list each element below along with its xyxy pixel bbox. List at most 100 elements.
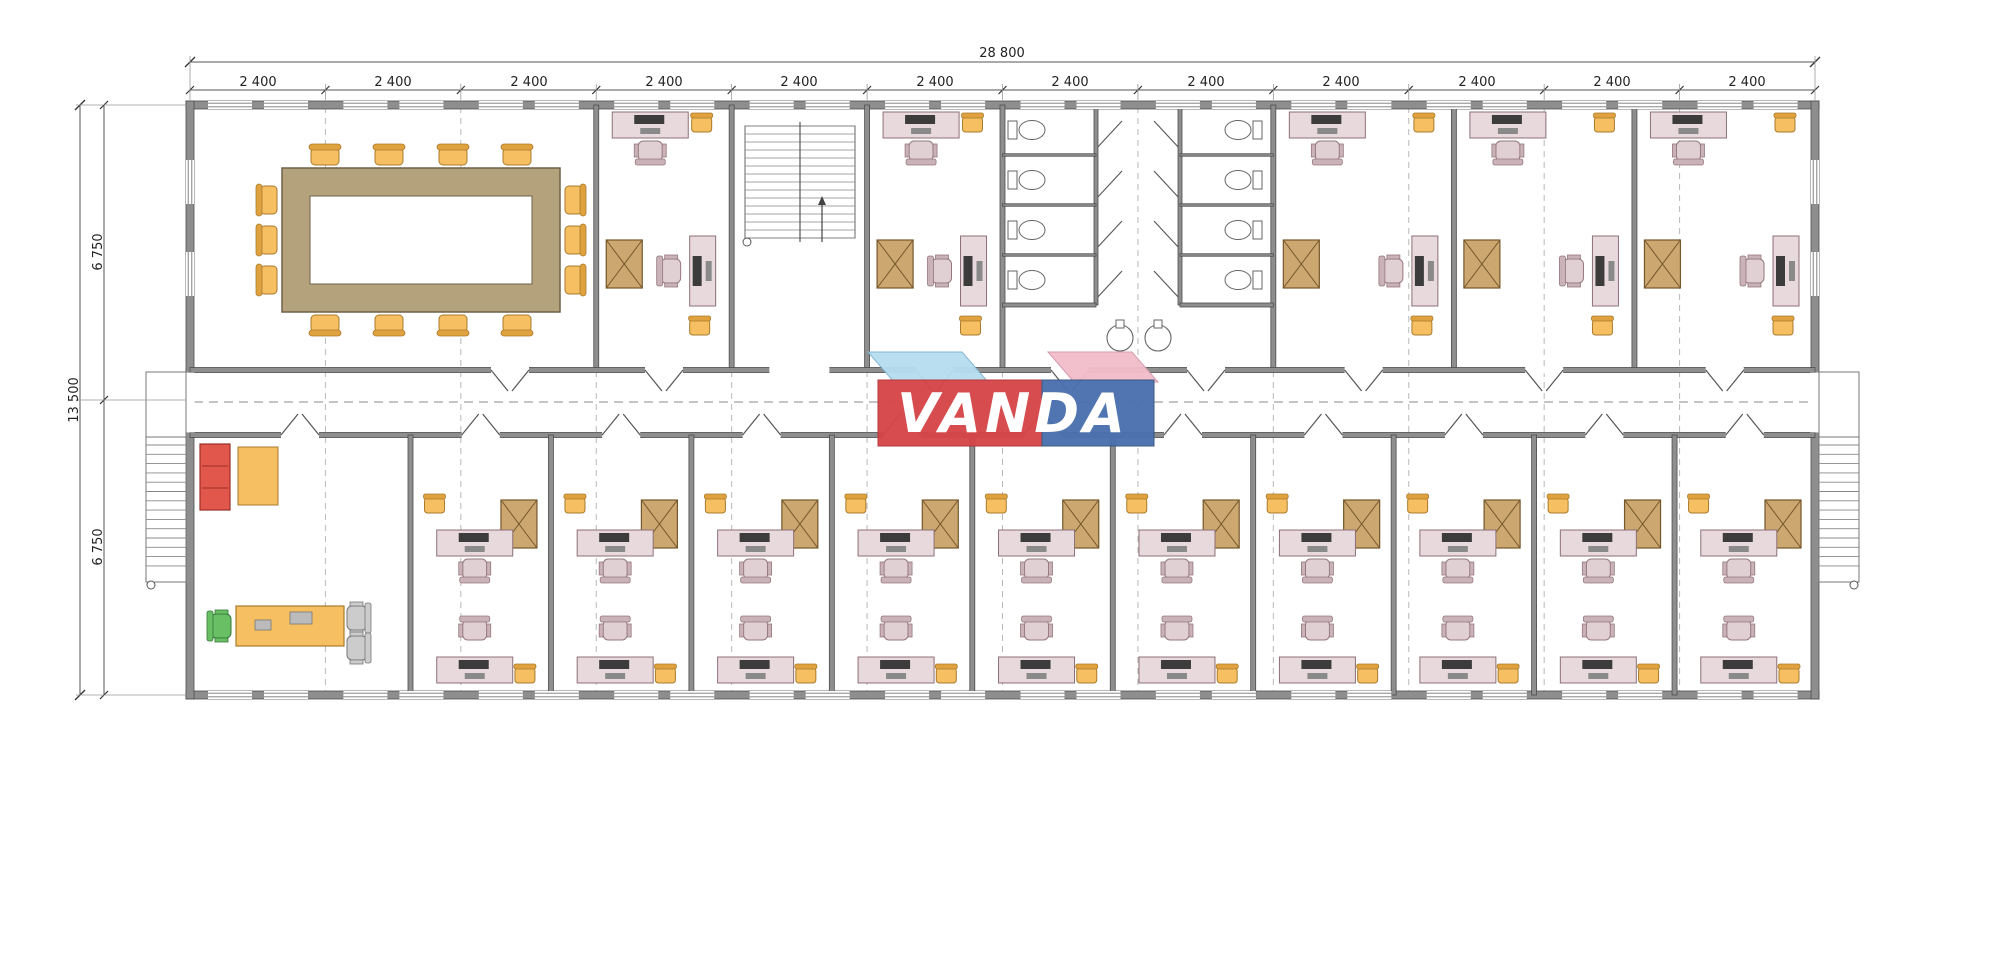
toilet-bowl [1018, 220, 1046, 240]
keyboard [1678, 128, 1699, 134]
office-top-4 [1463, 111, 1619, 336]
monitor [1595, 256, 1605, 286]
bay-dimension: 2 400 [239, 75, 276, 90]
toilet [1007, 120, 1046, 140]
guest-chair [1496, 663, 1520, 684]
guest-chair [1593, 112, 1616, 133]
plan-graphics [74, 56, 1860, 701]
back [255, 183, 263, 217]
window [534, 101, 579, 109]
basin-tap [1115, 319, 1125, 329]
guest-chair [704, 493, 727, 514]
chair-back [740, 615, 772, 623]
chair-back [459, 576, 491, 584]
partition [828, 434, 835, 696]
stair-outline [145, 371, 187, 583]
guest-back [1412, 112, 1436, 119]
door-leaf [511, 369, 530, 392]
back [255, 263, 263, 297]
toilet [1224, 270, 1263, 290]
seat [259, 265, 278, 295]
dimension-lines [74, 56, 1821, 701]
keyboard [1728, 673, 1749, 679]
toilet-bowl [1224, 270, 1252, 290]
window [1291, 691, 1336, 699]
bay-dimension: 2 400 [916, 75, 953, 90]
window [1482, 101, 1527, 109]
exterior-stair-right [1818, 371, 1860, 590]
toilet-tank [1252, 270, 1263, 290]
monitor [1582, 660, 1613, 669]
chair-back [1582, 615, 1614, 623]
office-bottom-6 [1125, 493, 1240, 684]
basin-bowl [1144, 324, 1172, 352]
partition [548, 434, 554, 696]
door-gap [742, 431, 781, 439]
chair-armrest [739, 561, 745, 576]
toilet [1007, 270, 1046, 290]
door-leaf [280, 413, 299, 436]
stall-partition [1179, 153, 1274, 157]
chair-armrest [214, 637, 229, 643]
chair-back [1582, 576, 1614, 584]
stair-newel [742, 237, 752, 247]
guest-chair [1773, 112, 1797, 133]
guest-seat [1497, 667, 1519, 684]
guest-chair [513, 663, 537, 684]
guest-back [1637, 663, 1660, 670]
chair-armrest [1441, 623, 1447, 638]
guest-back [1771, 315, 1795, 322]
door-leaf [1705, 369, 1724, 392]
conference-chair [500, 143, 534, 166]
desk [1700, 529, 1778, 557]
bay-dimension: 2 400 [645, 75, 682, 90]
toilet-bowl [1224, 120, 1252, 140]
monitor [1160, 533, 1191, 542]
window [670, 101, 715, 109]
seat [564, 265, 583, 295]
guest-seat [962, 116, 983, 133]
chair-back [1492, 158, 1524, 166]
office-bottom-8 [1406, 493, 1521, 684]
chair-seat [883, 558, 909, 580]
chair-back [927, 255, 934, 287]
door-leaf [1303, 413, 1322, 436]
cabinet-cross [1463, 239, 1501, 289]
keyboard [1447, 546, 1468, 552]
keyboard [1497, 128, 1518, 134]
window [186, 160, 194, 204]
window [1618, 691, 1663, 699]
door-gap [1525, 366, 1564, 374]
chair-back [364, 632, 372, 664]
conference-chair [436, 143, 470, 166]
monitor [1160, 660, 1191, 669]
door-leaf [1365, 369, 1384, 392]
dimension-labels: 28 800 2 400 2 400 2 400 2 400 2 400 2 4… [67, 46, 1766, 566]
desk [576, 529, 654, 557]
guest-seat [1688, 497, 1710, 514]
office-chair [1559, 254, 1584, 288]
guest-seat [960, 319, 981, 336]
guest-seat [1593, 116, 1615, 133]
green-chair [206, 609, 232, 643]
chair-armrest [626, 623, 632, 638]
desk-item [254, 619, 272, 631]
office-chair [1581, 558, 1615, 584]
desk [1469, 111, 1547, 139]
cabinet [605, 239, 643, 289]
guest-seat [689, 319, 711, 336]
office-chair [1310, 140, 1344, 166]
toilet [1224, 170, 1263, 190]
window [1562, 691, 1607, 699]
chair-seat [1445, 558, 1471, 580]
stall-door [1153, 220, 1181, 250]
chair-armrest [1581, 561, 1587, 576]
monitor [458, 660, 489, 669]
chair-seat [462, 619, 488, 641]
guest-seat [1778, 667, 1800, 684]
partition [1109, 434, 1116, 696]
desk [998, 529, 1076, 557]
conference-chair [255, 183, 278, 217]
door-leaf [1186, 369, 1205, 392]
keyboard [1789, 261, 1795, 281]
